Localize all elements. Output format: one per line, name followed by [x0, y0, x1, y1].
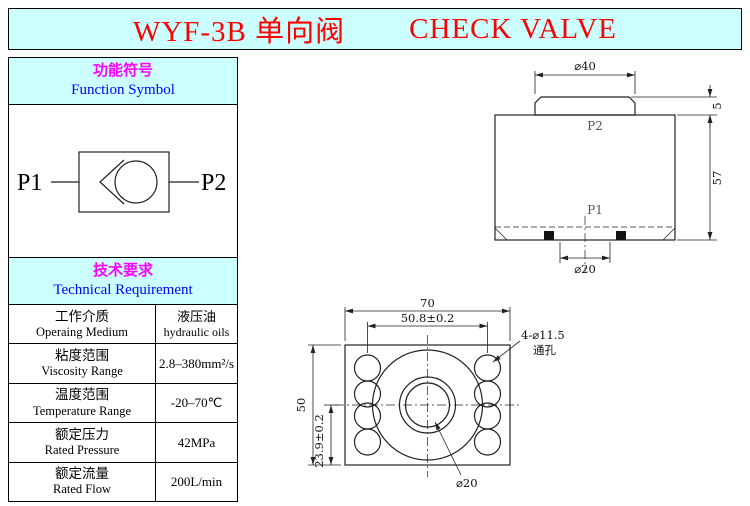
technical-header-en: Technical Requirement: [53, 282, 193, 298]
title-name: CHECK VALVE: [409, 12, 618, 45]
label-en: Viscosity Range: [41, 364, 123, 379]
table-row-rated-flow: 额定流量 Rated Flow 200L/min: [9, 462, 237, 502]
row-value: 液压油 hydraulic oils: [156, 305, 237, 343]
label-cn: 工作介质: [55, 308, 109, 324]
value-line1: 42MPa: [177, 434, 216, 450]
row-label: 额定压力 Rated Pressure: [9, 423, 156, 462]
label-en: Temperature Range: [32, 403, 132, 418]
dim-hole-spacing: 50.8±0.2: [401, 311, 455, 325]
top-view-drawing: 70 50.8±0.2 4-⌀11.5 通孔 50 23.9±0.2 ⌀20: [294, 296, 565, 490]
dim-mounting-holes-note: 通孔: [533, 343, 556, 357]
oring-left: [544, 231, 554, 240]
label-cn: 额定流量: [55, 466, 109, 482]
row-label: 额定流量 Rated Flow: [9, 462, 156, 502]
dim-boss-height: 5: [710, 102, 724, 109]
dim-mounting-holes: 4-⌀11.5: [521, 328, 565, 342]
row-label: 温度范围 Temperature Range: [9, 383, 156, 423]
function-symbol-diagram: P1 P2: [9, 105, 237, 258]
function-symbol-header: 功能符号 Function Symbol: [9, 58, 237, 105]
title-bar: WYF-3B 单向阀 CHECK VALVE: [8, 8, 742, 50]
row-value: 2.8–380mm²/s: [156, 344, 237, 382]
value-line2: hydraulic oils: [163, 324, 230, 339]
dim-bottom-diameter: ⌀20: [574, 262, 596, 276]
dim-center-hole: ⌀20: [456, 476, 478, 490]
label-en: Operaing Medium: [36, 324, 128, 339]
value-line1: 2.8–380mm²/s: [158, 355, 235, 371]
label-cn: 额定压力: [55, 426, 109, 442]
label-en: Rated Flow: [53, 482, 111, 497]
table-row-rated-pressure: 额定压力 Rated Pressure 42MPa: [9, 423, 237, 463]
row-value: 200L/min: [156, 463, 237, 501]
function-symbol-header-en: Function Symbol: [71, 82, 175, 98]
dim-body-height-top: 50: [294, 398, 308, 413]
spec-table: 工作介质 Operaing Medium 液压油 hydraulic oils …: [9, 305, 237, 502]
label-en: Rated Pressure: [44, 443, 120, 458]
table-row-operating-medium: 工作介质 Operaing Medium 液压油 hydraulic oils: [9, 305, 237, 345]
row-label: 粘度范围 Viscosity Range: [9, 344, 156, 383]
label-cn: 粘度范围: [55, 348, 109, 364]
dim-center-offset: 23.9±0.2: [312, 414, 326, 468]
table-row-temperature-range: 温度范围 Temperature Range -20–70℃: [9, 383, 237, 424]
dim-body-width: 70: [420, 296, 435, 310]
table-row-viscosity-range: 粘度范围 Viscosity Range 2.8–380mm²/s: [9, 344, 237, 384]
oring-right: [616, 231, 626, 240]
side-view-drawing: P2 P1 ⌀40 5 57 ⌀20: [494, 59, 724, 276]
row-value: -20–70℃: [156, 384, 237, 422]
row-label: 工作介质 Operaing Medium: [9, 305, 156, 344]
spec-panel: 功能符号 Function Symbol P1 P2 技术要求 Technica…: [8, 57, 238, 502]
technical-requirement-header: 技术要求 Technical Requirement: [9, 258, 237, 305]
symbol-port-p1-label: P1: [17, 170, 42, 196]
label-cn: 温度范围: [55, 387, 109, 403]
row-value: 42MPa: [156, 423, 237, 461]
check-valve-symbol: P1 P2: [17, 151, 226, 213]
dim-boss-diameter: ⌀40: [574, 59, 596, 73]
symbol-port-p2-label: P2: [201, 170, 226, 196]
function-symbol-header-cn: 功能符号: [92, 63, 153, 80]
technical-header-cn: 技术要求: [92, 263, 153, 280]
value-line1: 200L/min: [170, 474, 223, 490]
dim-body-height: 57: [710, 171, 724, 186]
side-port-p1-label: P1: [587, 203, 603, 217]
side-port-p2-label: P2: [587, 119, 603, 133]
value-line1: -20–70℃: [170, 395, 223, 411]
value-line1: 液压油: [176, 309, 216, 325]
title-model: WYF-3B 单向阀: [132, 16, 346, 48]
